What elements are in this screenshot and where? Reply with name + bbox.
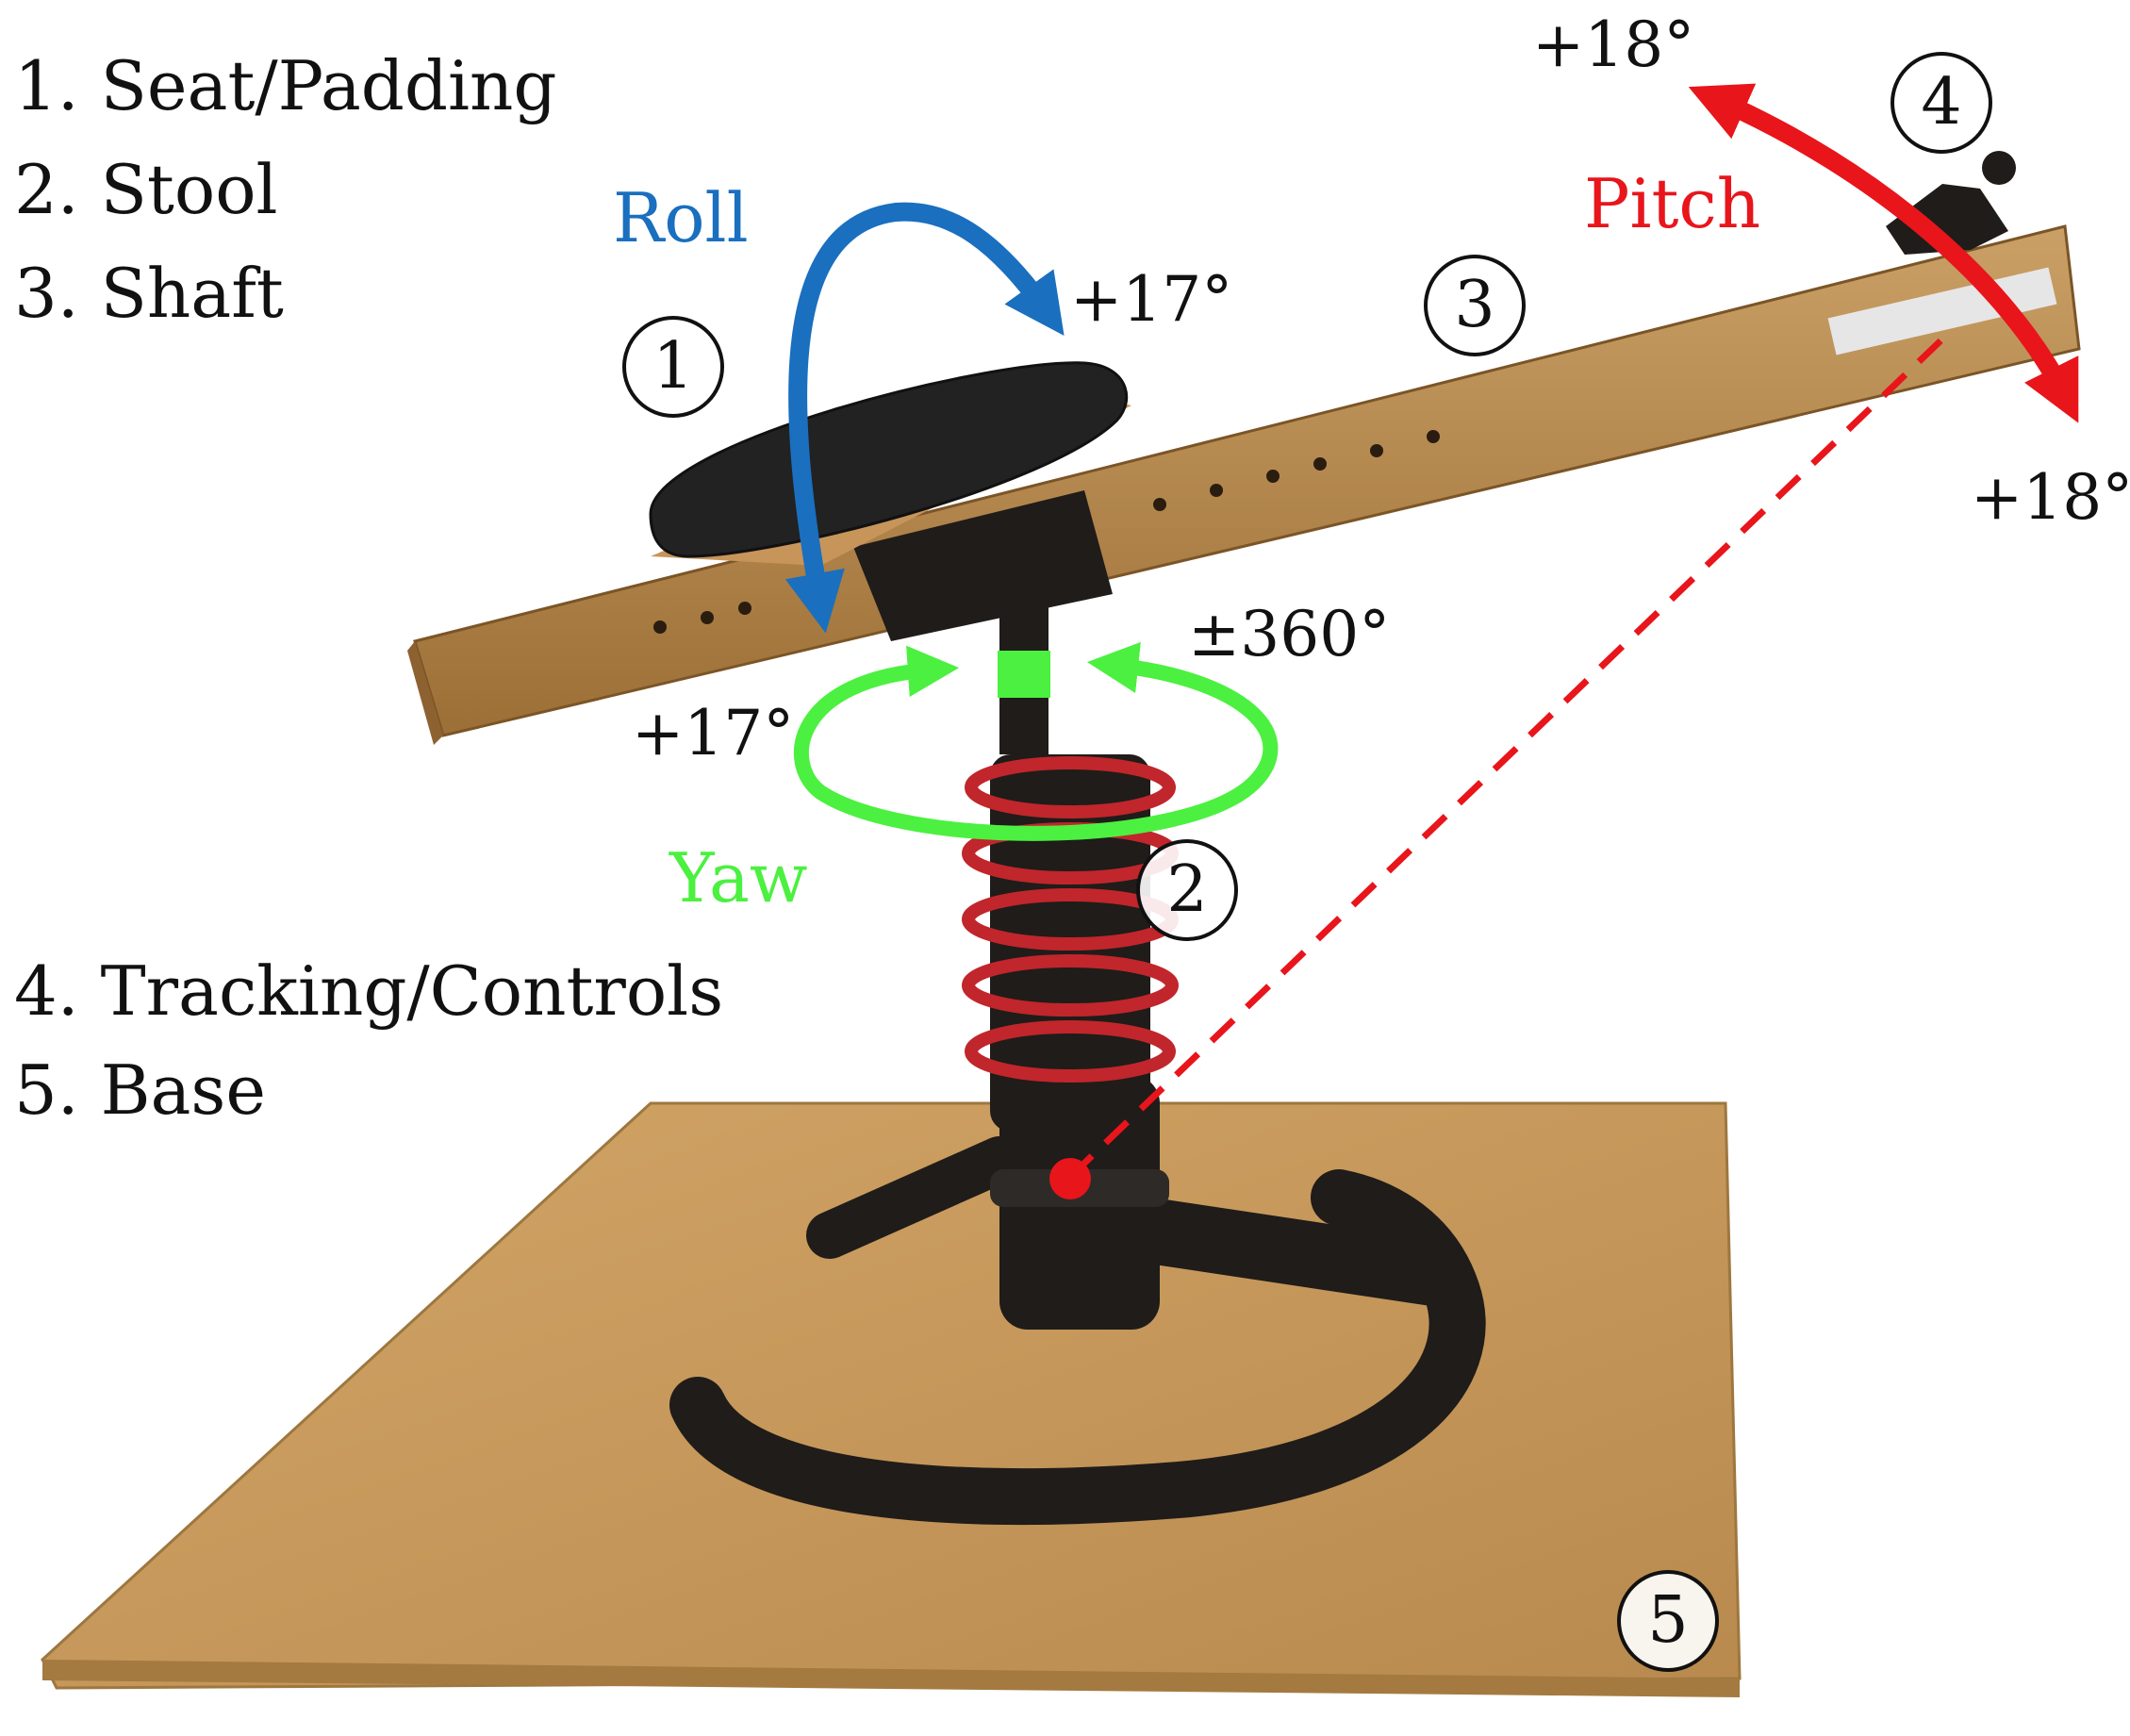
shaft-holes bbox=[653, 430, 1440, 634]
legend-label: Seat/Padding bbox=[100, 46, 557, 125]
badge-5: 5 bbox=[1617, 1570, 1719, 1672]
badge-1: 1 bbox=[622, 316, 724, 418]
legend-label: Stool bbox=[100, 150, 278, 229]
legend-num: 2. bbox=[14, 150, 79, 229]
stand-green-band bbox=[998, 651, 1050, 698]
pitch-label: Pitch bbox=[1584, 164, 1761, 243]
roll-arrow bbox=[784, 202, 1065, 634]
roll-angle-right: +17° bbox=[1070, 263, 1233, 336]
yaw-arrow bbox=[794, 641, 1279, 841]
badge-number: 3 bbox=[1454, 268, 1495, 342]
pitch-angle-top: +18° bbox=[1532, 8, 1695, 81]
wooden-shaft-front bbox=[407, 641, 443, 745]
legend-item-shaft: 3. Shaft bbox=[14, 259, 284, 327]
sensor-dot bbox=[1049, 1158, 1091, 1199]
legend-num: 4. bbox=[14, 951, 79, 1031]
legend-num: 3. bbox=[14, 254, 79, 333]
yaw-label: Yaw bbox=[669, 838, 808, 918]
base-foot bbox=[806, 1136, 1023, 1259]
roll-angle-left: +17° bbox=[632, 697, 795, 769]
legend-item-seat: 1. Seat/Padding bbox=[14, 52, 556, 120]
legend-item-stool: 2. Stool bbox=[14, 156, 278, 223]
badge-4: 4 bbox=[1891, 52, 1992, 154]
legend-item-tracking: 4. Tracking/Controls bbox=[14, 957, 723, 1025]
tracking-line bbox=[1067, 327, 1955, 1180]
badge-number: 1 bbox=[652, 329, 694, 404]
yaw-angle: ±360° bbox=[1188, 598, 1391, 670]
legend-num: 5. bbox=[14, 1050, 79, 1130]
pitch-angle-bottom: +18° bbox=[1971, 461, 2130, 534]
badge-number: 4 bbox=[1921, 65, 1962, 140]
legend-num: 1. bbox=[14, 46, 79, 125]
legend-item-base: 5. Base bbox=[14, 1056, 266, 1124]
badge-number: 2 bbox=[1166, 852, 1208, 927]
pitch-arrow bbox=[1688, 83, 2079, 423]
roll-label: Roll bbox=[613, 178, 749, 257]
badge-number: 5 bbox=[1647, 1583, 1689, 1658]
badge-2: 2 bbox=[1136, 839, 1238, 941]
legend-label: Base bbox=[100, 1050, 266, 1130]
badge-3: 3 bbox=[1424, 255, 1526, 356]
legend-label: Shaft bbox=[100, 254, 284, 333]
legend-label: Tracking/Controls bbox=[100, 951, 724, 1031]
base-board-edge bbox=[42, 1660, 1740, 1697]
